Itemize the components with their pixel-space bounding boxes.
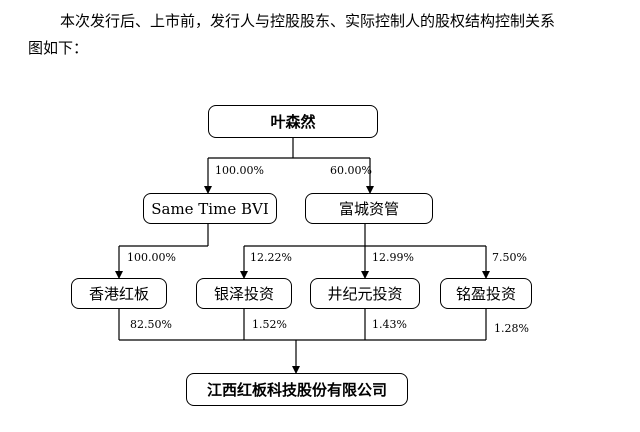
label-xianggang-company: 82.50% bbox=[130, 318, 172, 331]
label-fucheng-yinze: 12.22% bbox=[250, 251, 292, 264]
node-same-time-bvi: Same Time BVI bbox=[143, 193, 277, 224]
label-fucheng-mingying: 7.50% bbox=[492, 251, 527, 264]
node-jingjiyuan-touzi: 井纪元投资 bbox=[310, 278, 420, 309]
node-yinze-touzi: 银泽投资 bbox=[196, 278, 292, 309]
intro-line-1: 本次发行后、上市前，发行人与控股股东、实际控制人的股权结构控制关系 bbox=[60, 12, 556, 30]
node-xianggang-hongban: 香港红板 bbox=[71, 278, 167, 309]
intro-line-2: 图如下： bbox=[28, 39, 89, 57]
label-fucheng-jingjiyuan: 12.99% bbox=[372, 251, 414, 264]
node-ye-senran: 叶森然 bbox=[208, 105, 378, 138]
label-bvi-xianggang: 100.00% bbox=[127, 251, 176, 264]
node-fucheng-ziguan: 富城资管 bbox=[305, 193, 433, 224]
node-company: 江西红板科技股份有限公司 bbox=[186, 373, 408, 406]
label-top-bvi: 100.00% bbox=[215, 164, 264, 177]
label-jingjiyuan-company: 1.43% bbox=[372, 318, 407, 331]
label-yinze-company: 1.52% bbox=[252, 318, 287, 331]
label-mingying-company: 1.28% bbox=[494, 322, 529, 335]
intro-paragraph: 本次发行后、上市前，发行人与控股股东、实际控制人的股权结构控制关系 图如下： bbox=[28, 8, 628, 62]
label-top-fucheng: 60.00% bbox=[330, 164, 372, 177]
node-mingying-touzi: 铭盈投资 bbox=[440, 278, 532, 309]
